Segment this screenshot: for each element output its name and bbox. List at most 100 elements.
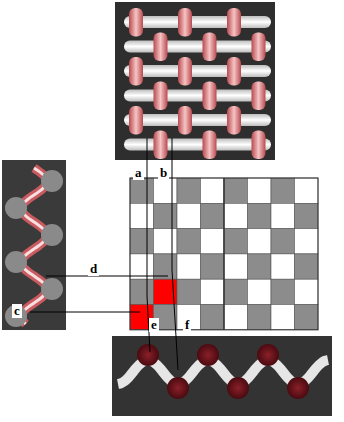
- grid-cell: [224, 305, 248, 330]
- warp-yarn: [154, 82, 168, 111]
- warp-yarn: [203, 33, 217, 62]
- warp-yarn: [178, 57, 192, 86]
- grid-cell: [201, 254, 225, 279]
- grid-cell: [224, 178, 248, 203]
- grid-cell: [271, 229, 295, 254]
- weft-cross-section: [118, 344, 328, 399]
- warp-yarn: [154, 33, 168, 62]
- letter-label: a: [133, 166, 144, 180]
- warp-yarn-section: [257, 344, 279, 366]
- grid-cell: [248, 203, 272, 228]
- warp-section-panel: [2, 160, 66, 330]
- warp-yarn: [154, 131, 168, 160]
- grid-cell: [248, 178, 272, 203]
- grid-cell: [177, 254, 201, 279]
- grid-cell: [224, 229, 248, 254]
- weft-yarn: [124, 16, 271, 28]
- grid-cell: [130, 178, 154, 203]
- grid-cell: [248, 254, 272, 279]
- letter-label: d: [88, 262, 99, 276]
- weft-yarn: [124, 114, 271, 126]
- warp-yarn-section: [167, 377, 189, 399]
- warp-yarn: [21, 168, 47, 324]
- warp-yarn-section: [137, 344, 159, 366]
- weft-yarn-section: [5, 305, 27, 327]
- grid-cell: [224, 279, 248, 304]
- warp-yarn: [227, 8, 241, 37]
- grid-cell: [271, 178, 295, 203]
- grid-cell: [154, 229, 178, 254]
- grid-cell: [271, 279, 295, 304]
- warp-yarn: [178, 106, 192, 135]
- grid-cell: [130, 229, 154, 254]
- grid-cell: [201, 305, 225, 330]
- grid-cell: [201, 178, 225, 203]
- leader-line: [172, 138, 178, 370]
- grid-cell: [154, 254, 178, 279]
- grid-cell: [295, 305, 319, 330]
- grid-cell: [295, 229, 319, 254]
- warp-yarn: [129, 57, 143, 86]
- grid-cell: [224, 254, 248, 279]
- grid-cell: [271, 203, 295, 228]
- weave-grid: [130, 178, 318, 330]
- warp-cross-section: [5, 168, 63, 327]
- letter-label: f: [183, 318, 191, 332]
- warp-yarn: [129, 106, 143, 135]
- grid-cell: [130, 254, 154, 279]
- grid-cell: [248, 305, 272, 330]
- weft-yarn-section: [5, 197, 27, 219]
- warp-yarn: [252, 82, 266, 111]
- warp-yarn: [203, 131, 217, 160]
- grid-divider: [223, 178, 225, 330]
- weft-section-panel: [112, 336, 332, 416]
- warp-yarn: [252, 33, 266, 62]
- grid-cell: [295, 254, 319, 279]
- weft-yarn: [124, 65, 271, 77]
- grid-cell: [271, 254, 295, 279]
- grid-cell: [177, 279, 201, 304]
- leader-lines: [30, 138, 178, 370]
- grid-cell: [130, 279, 154, 304]
- grid-cell: [130, 203, 154, 228]
- leader-line: [46, 276, 168, 277]
- grid-cell: [177, 229, 201, 254]
- grid-cell: [224, 203, 248, 228]
- warp-yarn: [252, 131, 266, 160]
- warp-yarn: [227, 57, 241, 86]
- warp-yarn: [203, 82, 217, 111]
- letter-label: c: [12, 304, 22, 318]
- warp-yarn-section: [287, 377, 309, 399]
- letter-label: e: [149, 318, 159, 332]
- weft-yarn-section: [41, 278, 63, 300]
- grid-cell: [154, 203, 178, 228]
- warp-yarn-section: [227, 377, 249, 399]
- grid-cell: [295, 203, 319, 228]
- weft-yarn-section: [41, 170, 63, 192]
- warp-yarn: [129, 8, 143, 37]
- grid-cell: [177, 203, 201, 228]
- leader-line: [30, 312, 140, 313]
- warp-yarn: [178, 8, 192, 37]
- letter-label: b: [158, 166, 169, 180]
- grid-border: [130, 178, 318, 330]
- fabric-weave: [124, 8, 271, 159]
- grid-cell: [201, 229, 225, 254]
- weft-yarn-section: [5, 251, 27, 273]
- weft-yarn: [124, 139, 271, 151]
- grid-cell: [248, 229, 272, 254]
- warp-yarn: [227, 106, 241, 135]
- grid-cell: [295, 279, 319, 304]
- weft-yarn-section: [41, 224, 63, 246]
- warp-yarn-section: [197, 344, 219, 366]
- grid-cell: [271, 305, 295, 330]
- grid-cell: [154, 178, 178, 203]
- grid-cell: [177, 178, 201, 203]
- weft-yarn: [124, 90, 271, 102]
- fabric-panel: [115, 2, 275, 160]
- grid-cell: [295, 178, 319, 203]
- grid-cell: [248, 279, 272, 304]
- grid-cell: [201, 279, 225, 304]
